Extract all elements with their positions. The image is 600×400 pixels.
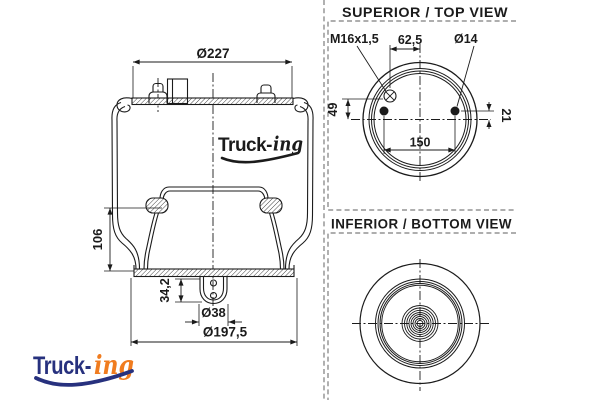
dim-label-hole-diameter: Ø14 [454,32,478,46]
bottom-view-box [327,232,516,400]
right-stud-base [256,92,276,103]
piston-left-wall-inner [146,212,160,270]
piston-right-flange [259,197,283,214]
footer-logo-swoosh [34,369,134,387]
top-plate-left-curl [116,97,133,113]
right-stud-hole [450,106,460,116]
hole-diameter-leader [456,45,475,107]
boss-inner [202,276,225,301]
bellows-left-inner [116,105,141,270]
bottom-view-title: INFERIOR / BOTTOM VIEW [331,216,512,232]
dim-label-hole-offset: 21 [499,109,513,123]
footer-logo: Truck- ing [33,351,134,387]
bottom-view: INFERIOR / BOTTOM VIEW [331,216,512,391]
right-stud-cap [260,84,272,93]
bellows-walls [111,101,314,270]
air-fitting-cross [385,91,395,101]
dim-label-base-diameter: Ø197,5 [203,325,248,340]
side-view: Ø227 106 34,2 Ø38 Ø197,5 Truck- ing [90,46,314,346]
top-view-features [379,89,460,116]
dim-150-ext [383,116,456,154]
dim-label-boss-height: 34,2 [158,278,172,302]
dim-1975-ext [130,278,298,346]
panel-dividers [323,0,516,400]
piston-right-wall-inner [268,212,282,270]
dim-label-boss-diameter: Ø38 [201,305,226,320]
piston-right-wall-outer [272,212,285,270]
left-stud-cap [152,82,164,92]
dim-106-ext [104,207,162,272]
thread-leader [356,45,387,92]
dim-38-ext [198,304,229,326]
top-view-title: SUPERIOR / TOP VIEW [342,4,508,20]
top-view-box [327,20,516,211]
dim-227-ext [132,66,293,98]
bellows-right-inner [284,105,309,270]
dim-label-top-diameter: Ø227 [196,46,229,61]
watermark-swoosh [220,151,300,164]
piston-base-plate [133,268,295,278]
air-fitting-block [166,78,189,105]
dim-label-height: 106 [90,229,105,251]
piston-left-wall-outer [143,212,156,270]
piston-top-inner [162,190,266,202]
watermark-logo: Truck- ing [218,132,303,164]
watermark-ing-text: ing [273,132,303,156]
top-plate-group [116,78,309,113]
air-fitting-circle [383,89,397,103]
dim-label-hole-spacing: 150 [410,136,431,150]
top-plate-right-curl [292,97,309,113]
bellows-right-outer [288,101,314,270]
top-view-center-lines [351,44,491,181]
boss-outer [199,276,228,305]
piston-group [133,186,295,305]
left-stud-base [148,91,168,104]
side-view-dimensions [104,59,298,346]
top-plate [131,97,294,106]
piston-left-flange [145,197,169,214]
footer-logo-truck-text: Truck- [33,352,91,380]
bottom-view-center-lines [352,259,489,391]
left-stud-hole [379,106,389,116]
top-view-dimensions [342,45,494,154]
top-view: SUPERIOR / TOP VIEW [326,4,513,181]
bellows-left-outer [111,101,137,270]
boss-upper-hole [209,279,218,287]
piston-top-outer [159,186,269,200]
boss-lower-hole [209,291,218,300]
dim-342-ext [175,278,202,303]
dim-label-fitting-offset: 49 [326,103,340,117]
watermark-truck-text: Truck- [218,134,272,156]
dim-label-thread: M16x1,5 [330,32,379,46]
dim-label-offset: 62,5 [398,33,422,47]
